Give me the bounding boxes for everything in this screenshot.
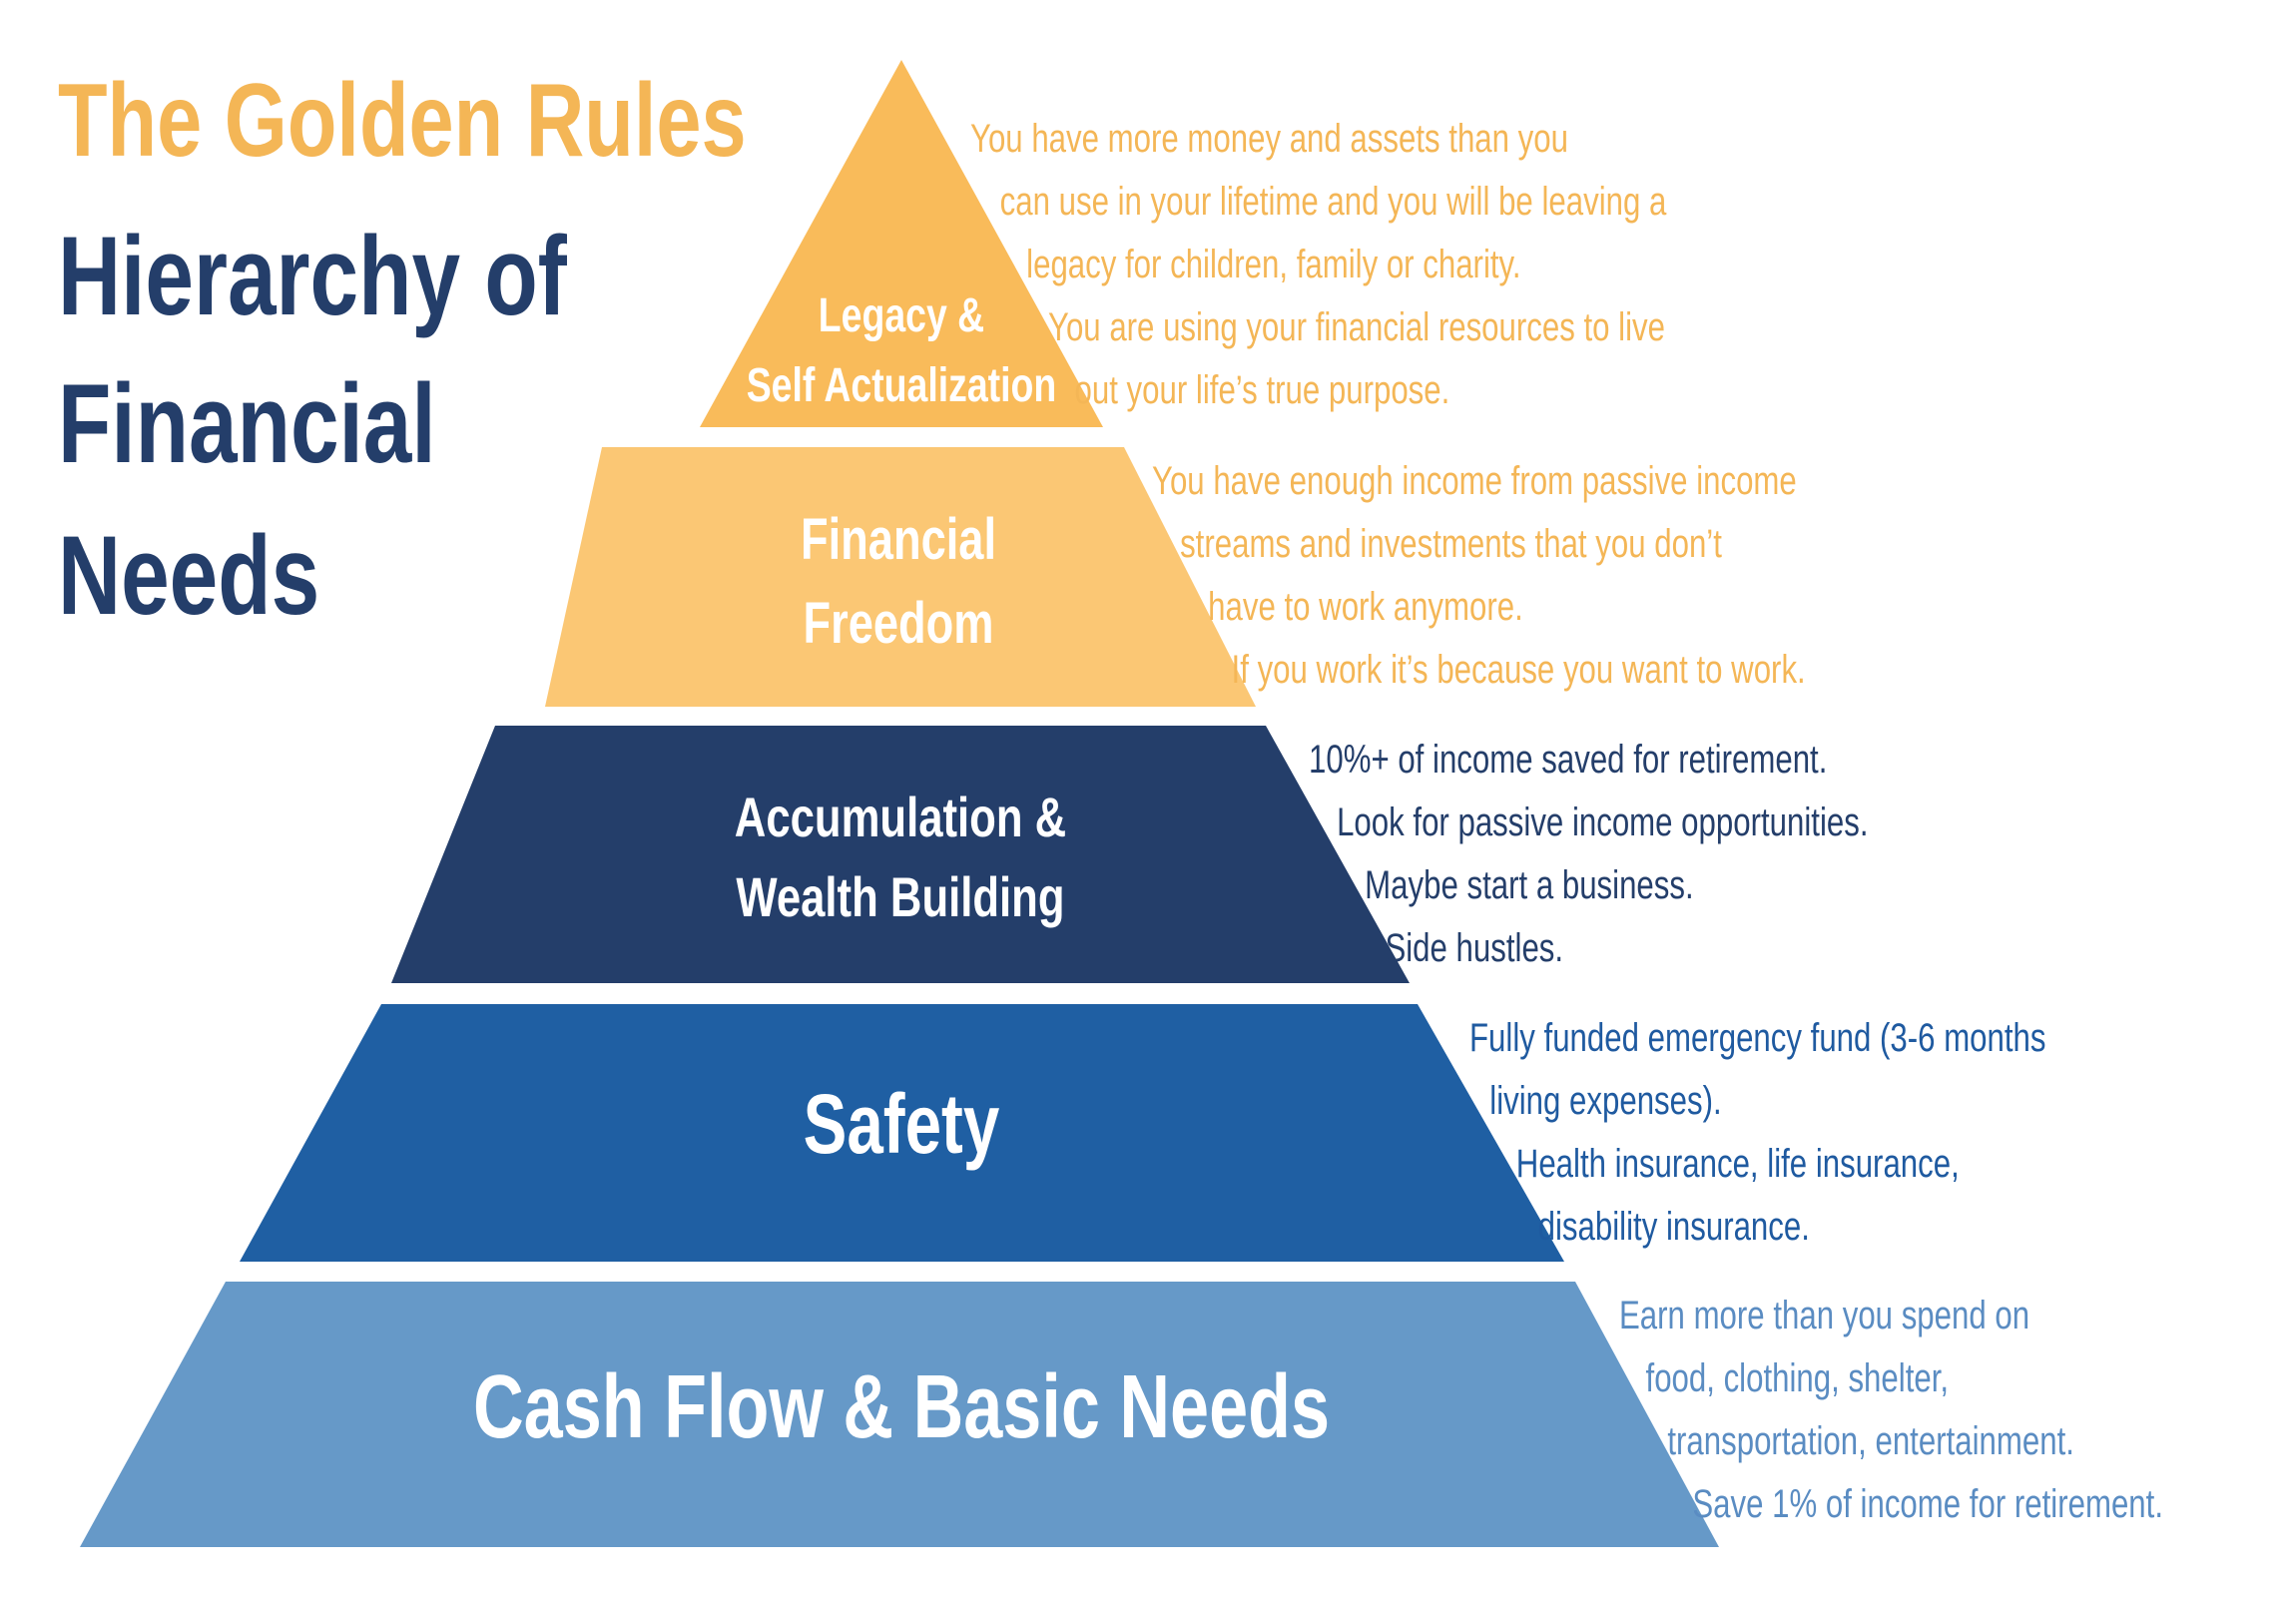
- safety-desc-line: Fully funded emergency fund (3-6 months: [1469, 1016, 2046, 1060]
- safety-desc-line: living expenses).: [1489, 1079, 1722, 1123]
- pyramid-level-safety: Safety: [240, 1004, 1564, 1262]
- financial-freedom-description: You have enough income from passive inco…: [1152, 450, 1806, 702]
- financial-freedom-label-line-2: Freedom: [803, 592, 993, 657]
- pyramid-level-accumulation: Accumulation & Wealth Building: [391, 726, 1410, 983]
- legacy-desc-line: legacy for children, family or charity.: [1026, 243, 1521, 286]
- accumulation-description: 10%+ of income saved for retirement. Loo…: [1309, 729, 1869, 980]
- pyramid-level-cash-flow: Cash Flow & Basic Needs: [80, 1282, 1719, 1547]
- financial-freedom-desc-line: streams and investments that you don’t: [1180, 522, 1722, 566]
- financial-freedom-desc-line: You have enough income from passive inco…: [1152, 459, 1797, 503]
- accumulation-shape: [391, 726, 1410, 983]
- cash-flow-desc-line: Save 1% of income for retirement.: [1692, 1482, 2164, 1526]
- safety-shape: [240, 1004, 1564, 1262]
- accumulation-desc-line: Maybe start a business.: [1365, 863, 1694, 907]
- safety-desc-line: Health insurance, life insurance,: [1515, 1142, 1960, 1186]
- safety-label: Safety: [804, 1077, 1000, 1171]
- financial-freedom-desc-line: have to work anymore.: [1208, 585, 1523, 629]
- pyramid-level-legacy: Legacy & Self Actualization: [700, 60, 1103, 427]
- cash-flow-desc-line: transportation, entertainment.: [1667, 1419, 2074, 1463]
- legacy-label-line-2: Self Actualization: [747, 359, 1057, 413]
- title-hierarchy-of: Hierarchy of: [58, 214, 567, 338]
- accumulation-desc-line: Side hustles.: [1385, 926, 1564, 970]
- legacy-desc-line: You have more money and assets than you: [970, 117, 1568, 161]
- accumulation-desc-line: 10%+ of income saved for retirement.: [1309, 738, 1828, 782]
- accumulation-label-line-2: Wealth Building: [736, 866, 1064, 928]
- legacy-shape: [700, 60, 1103, 427]
- legacy-label-line-1: Legacy &: [819, 289, 984, 343]
- financial-freedom-shape: [545, 447, 1256, 707]
- cash-flow-desc-line: food, clothing, shelter,: [1645, 1356, 1950, 1400]
- cash-flow-shape: [80, 1282, 1719, 1547]
- title-needs: Needs: [58, 513, 320, 638]
- legacy-desc-line: You are using your financial resources t…: [1048, 305, 1666, 349]
- financial-freedom-desc-line: If you work it’s because you want to wor…: [1231, 648, 1806, 692]
- legacy-desc-line: can use in your lifetime and you will be…: [999, 180, 1667, 224]
- title-financial: Financial: [58, 361, 436, 486]
- cash-flow-desc-line: Earn more than you spend on: [1619, 1294, 2030, 1337]
- cash-flow-label: Cash Flow & Basic Needs: [473, 1357, 1330, 1457]
- accumulation-desc-line: Look for passive income opportunities.: [1337, 800, 1869, 844]
- safety-desc-line: disability insurance.: [1537, 1205, 1810, 1249]
- pyramid-level-financial-freedom: Financial Freedom: [545, 447, 1256, 707]
- title-golden-rules: The Golden Rules: [58, 63, 747, 179]
- legacy-desc-line: out your life’s true purpose.: [1074, 368, 1450, 412]
- safety-description: Fully funded emergency fund (3-6 months …: [1469, 1007, 2046, 1259]
- legacy-description: You have more money and assets than you …: [970, 108, 1666, 422]
- cash-flow-description: Earn more than you spend on food, clothi…: [1619, 1285, 2163, 1536]
- financial-freedom-label-line-1: Financial: [801, 508, 996, 573]
- accumulation-label-line-1: Accumulation &: [735, 787, 1066, 848]
